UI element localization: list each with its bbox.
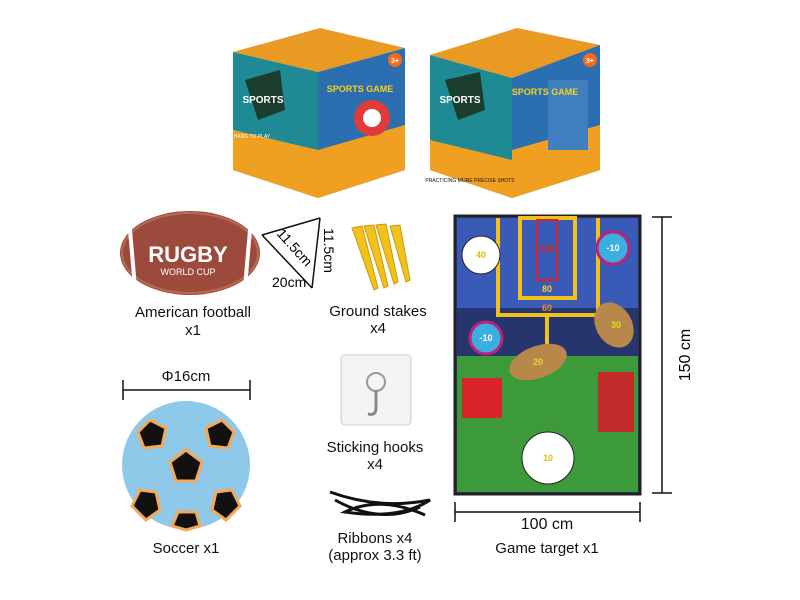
target-label: Game target x1 bbox=[495, 540, 599, 557]
dim-football-width: 11.5cm bbox=[274, 225, 316, 269]
game-target bbox=[453, 214, 642, 496]
score-20: 20 bbox=[533, 357, 543, 367]
box-back-title: SPORTS GAME bbox=[512, 87, 579, 97]
product-box-front bbox=[233, 28, 405, 198]
box-front-side-text: HANG TO PLAY bbox=[234, 134, 271, 140]
score-80: 80 bbox=[542, 284, 552, 294]
american-football bbox=[120, 211, 260, 295]
football-label: American football bbox=[135, 304, 251, 321]
score-60: 60 bbox=[542, 303, 552, 313]
score-10: 10 bbox=[543, 453, 553, 463]
football-qty: x1 bbox=[185, 322, 201, 339]
soccer-diameter: Φ16cm bbox=[161, 368, 211, 385]
stakes-qty: x4 bbox=[370, 320, 386, 337]
dim-target-height: 150 cm bbox=[677, 329, 694, 381]
box-back-logo: SPORTS bbox=[439, 95, 480, 106]
box-front-logo: SPORTS bbox=[242, 95, 283, 106]
football-text: RUGBY bbox=[148, 242, 228, 267]
box-front-title: SPORTS GAME bbox=[327, 84, 394, 94]
score-minus10-left: -10 bbox=[479, 333, 492, 343]
dimension-lines bbox=[261, 217, 321, 289]
box-front-age: 3+ bbox=[391, 58, 399, 65]
hooks-qty: x4 bbox=[367, 456, 383, 473]
box-back-side-text: PRACTICING MORE PRECISE SHOTS bbox=[425, 178, 515, 184]
ground-stakes bbox=[351, 223, 411, 291]
hooks-label: Sticking hooks bbox=[326, 439, 424, 456]
dim-target-width: 100 cm bbox=[520, 516, 574, 533]
ribbons-label: Ribbons x4 bbox=[337, 530, 413, 547]
score-40: 40 bbox=[476, 250, 486, 260]
football-subtext: WORLD CUP bbox=[160, 267, 215, 277]
dim-football-length: 20cm bbox=[272, 274, 306, 290]
ribbons-note: (approx 3.3 ft) bbox=[328, 547, 422, 564]
box-back-age: 3+ bbox=[586, 58, 594, 65]
score-100: 100 bbox=[539, 244, 554, 254]
dim-football-height: 11.5cm bbox=[321, 228, 337, 273]
score-minus10-right: -10 bbox=[606, 243, 619, 253]
product-box-back bbox=[430, 28, 600, 198]
soccer-label: Soccer x1 bbox=[152, 540, 220, 557]
stakes-label: Ground stakes bbox=[329, 303, 427, 320]
ribbons bbox=[329, 490, 431, 517]
score-30: 30 bbox=[611, 320, 621, 330]
